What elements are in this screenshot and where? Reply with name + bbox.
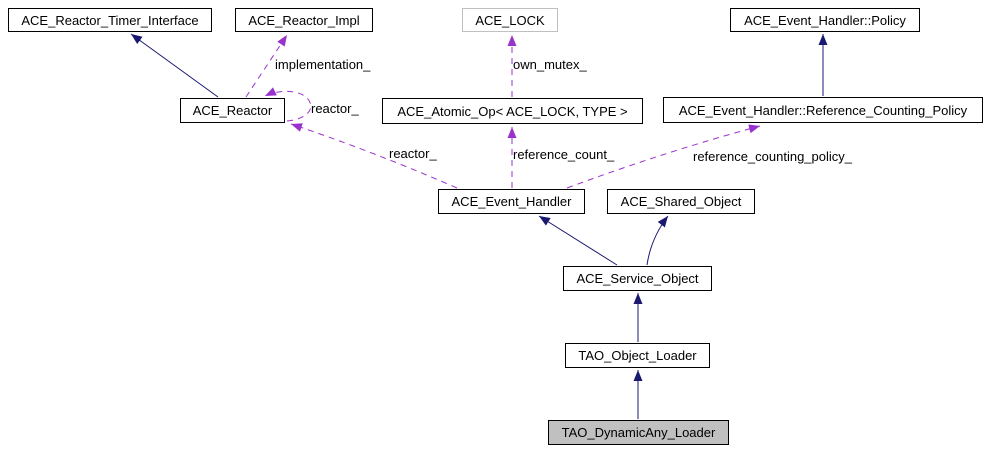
- class-node-ace-shared-object[interactable]: ACE_Shared_Object: [607, 189, 755, 214]
- class-node-ace-reactor-impl[interactable]: ACE_Reactor_Impl: [235, 8, 373, 32]
- edge-inheritance-service-object-to-shared-object: [646, 215, 669, 266]
- edge-usage-event-handler-reactor: [290, 123, 458, 189]
- edge-inheritance-reactor-to-reactor-timer-interface: [130, 33, 219, 98]
- class-node-ace-service-object[interactable]: ACE_Service_Object: [563, 266, 712, 291]
- edge-label-own-mutex: own_mutex_: [513, 57, 587, 72]
- class-node-ace-reactor-timer-interface[interactable]: ACE_Reactor_Timer_Interface: [8, 8, 212, 32]
- edge-label-implementation: implementation_: [275, 57, 371, 72]
- edge-inheritance-service-object-to-event-handler: [538, 215, 618, 266]
- class-node-ace-reference-counting-policy[interactable]: ACE_Event_Handler::Reference_Counting_Po…: [663, 97, 983, 123]
- class-node-ace-atomic-op[interactable]: ACE_Atomic_Op< ACE_LOCK, TYPE >: [382, 98, 643, 124]
- class-node-tao-object-loader[interactable]: TAO_Object_Loader: [565, 343, 710, 368]
- edge-usage-reactor-self-loop: [264, 87, 312, 122]
- class-node-ace-reactor[interactable]: ACE_Reactor: [180, 98, 285, 123]
- class-node-tao-dynamicany-loader: TAO_DynamicAny_Loader: [548, 420, 729, 445]
- class-node-ace-lock: ACE_LOCK: [462, 8, 558, 32]
- edge-label-reactor: reactor_: [389, 146, 437, 161]
- class-node-ace-event-handler[interactable]: ACE_Event_Handler: [438, 189, 585, 214]
- edge-usage-event-handler-reference-counting-policy: [566, 124, 761, 189]
- edge-label-reference-count: reference_count_: [513, 147, 615, 162]
- edge-label-reference-counting-policy: reference_counting_policy_: [693, 149, 852, 164]
- class-node-ace-event-handler-policy[interactable]: ACE_Event_Handler::Policy: [730, 8, 920, 32]
- edge-label-reactor-self: reactor_: [311, 101, 359, 116]
- edge-usage-reactor-implementation: [245, 34, 288, 98]
